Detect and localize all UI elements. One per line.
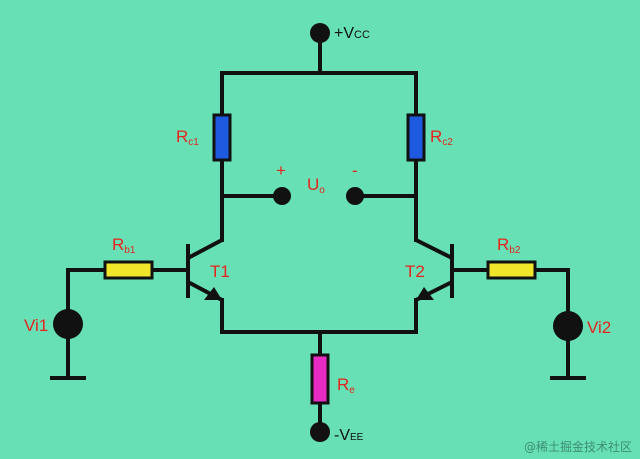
t1-emitter-arrow	[204, 287, 222, 300]
re-resistor	[310, 353, 330, 405]
vee-label: -VEE	[334, 427, 364, 444]
rb1-label: Rb1	[112, 235, 136, 256]
vi2-source	[553, 311, 583, 341]
rb2-label: Rb2	[497, 235, 521, 256]
rb2-resistor	[486, 260, 537, 280]
uo-label: Uo	[307, 175, 325, 196]
watermark: @稀土掘金技术社区	[523, 440, 632, 454]
t1-collector-leg	[187, 238, 223, 260]
vcc-label: +VCC	[334, 25, 370, 42]
t2-emitter-arrow	[416, 287, 434, 300]
rb1-resistor	[103, 260, 154, 280]
uo-minus-terminal	[346, 187, 364, 205]
t2-collector-leg	[415, 238, 453, 260]
vee-terminal	[310, 422, 330, 442]
uo-plus-terminal	[273, 187, 291, 205]
vi1-label: Vi1	[24, 316, 48, 335]
rc1-resistor	[212, 113, 232, 162]
re-label: Re	[337, 375, 355, 396]
vcc-terminal	[310, 23, 330, 43]
wires	[50, 31, 586, 432]
rc2-label: Rc2	[430, 127, 453, 148]
uo-plus-sign: +	[276, 161, 286, 180]
rc1-label: Rc1	[176, 127, 199, 148]
t1-label: T1	[210, 262, 230, 281]
vi2-label: Vi2	[587, 318, 611, 337]
rc2-resistor	[406, 113, 426, 162]
uo-minus-sign: -	[352, 161, 358, 180]
vi1-source	[53, 309, 83, 339]
t2-label: T2	[405, 262, 425, 281]
